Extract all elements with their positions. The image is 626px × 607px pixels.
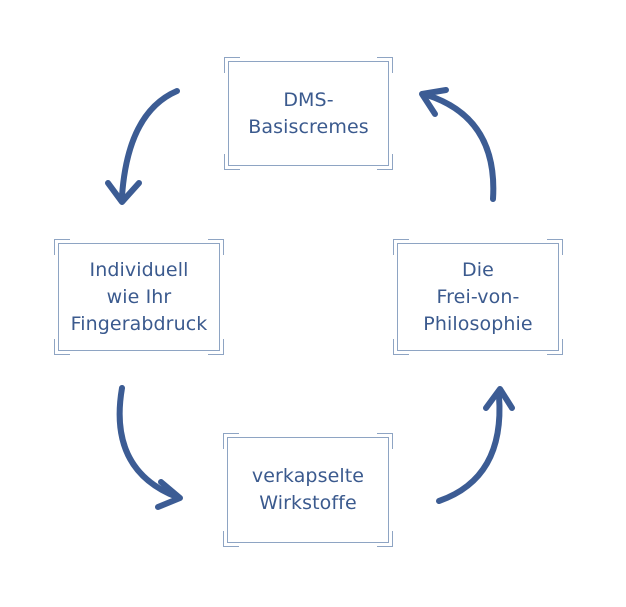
- arrow-left-to-bottom: [116, 385, 183, 510]
- node-dms-basiscremes: DMS- Basiscremes: [224, 57, 393, 170]
- node-frame: [224, 57, 393, 170]
- node-frei-von-philosophie: Die Frei-von- Philosophie: [393, 239, 563, 355]
- node-label: Individuell wie Ihr Fingerabdruck: [70, 258, 208, 335]
- node-label: verkapselte Wirkstoffe: [251, 465, 365, 514]
- node-frame: [54, 239, 224, 355]
- node-frame: [223, 433, 393, 547]
- node-label: Die Frei-von- Philosophie: [423, 258, 533, 335]
- node-label: DMS- Basiscremes: [248, 88, 369, 138]
- arrow-right-to-top: [419, 87, 497, 202]
- node-individuell: Individuell wie Ihr Fingerabdruck: [54, 239, 224, 355]
- node-verkapselte-wirkstoffe: verkapselte Wirkstoffe: [223, 433, 393, 547]
- node-frame: [393, 239, 563, 355]
- arrow-top-to-left: [105, 88, 180, 205]
- arrow-bottom-to-right: [436, 386, 515, 504]
